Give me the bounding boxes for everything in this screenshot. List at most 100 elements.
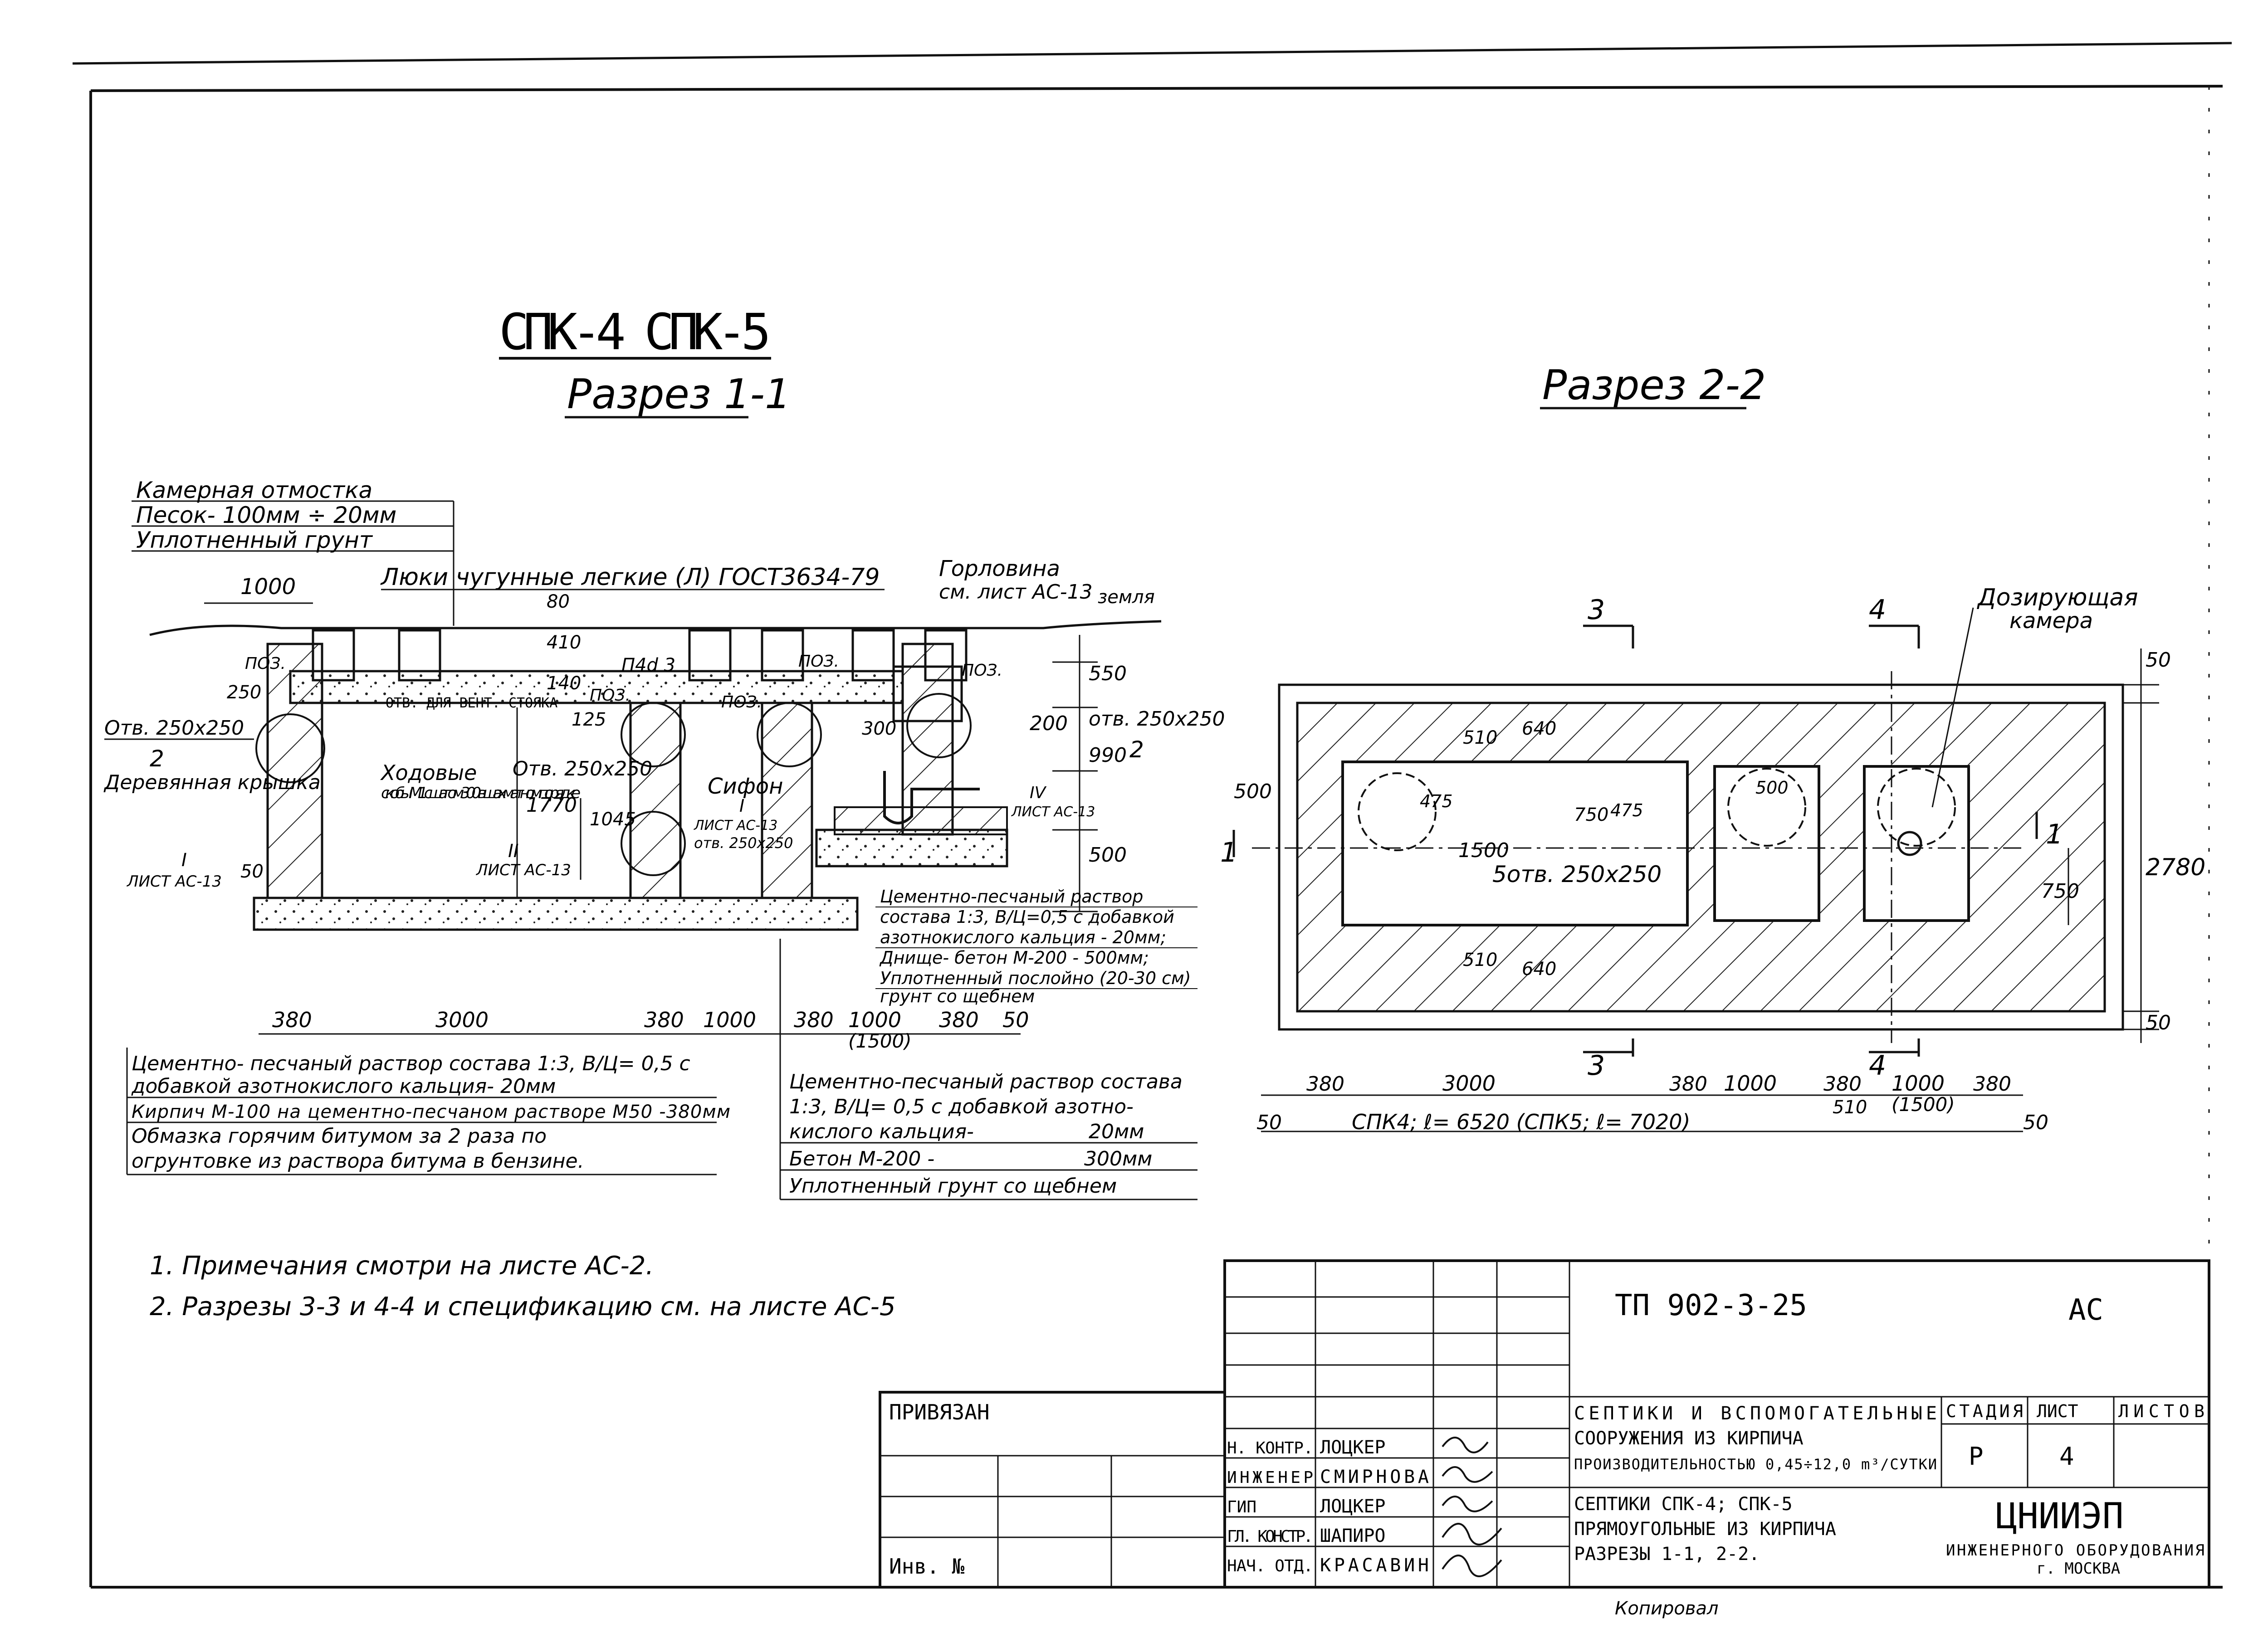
dim22-b-1000-1: 1000 (1724, 1071, 1777, 1096)
dim-b-380-3: 380 (794, 1008, 834, 1032)
section-22: 3 4 3 4 1 1 Дозирующая камера 50 2780 75… (1220, 584, 2205, 1134)
sheet-ref-2b: ЛИСТ АС-13 (475, 861, 571, 879)
desc1-line-3: ПРОИЗВОДИТЕЛЬНОСТЬЮ 0,45÷12,0 m³/СУТКИ (1574, 1456, 1937, 1473)
plan-pipe (1897, 831, 1922, 856)
mid-note-line-2: 1:3, В/Ц= 0,5 с добавкой азотно- (789, 1095, 1134, 1118)
dim-125: 125 (572, 709, 606, 730)
role-2: ИНЖЕНЕР (1227, 1468, 1313, 1487)
section-11: Камерная отмостка Песок- 100мм ÷ 20мм Уп… (103, 477, 1225, 1200)
desc1-line-2: СООРУЖЕНИЯ ИЗ КИРПИЧА (1574, 1428, 1804, 1449)
mid-note-line-6: 300мм (1084, 1147, 1152, 1170)
steps-desc: скобы М1 с шагом 300 в шахматном порядке (381, 784, 581, 802)
org-name: ЦНИИЭП (1996, 1496, 2124, 1537)
right-note: Цементно-песчаный раствор состава 1:3, В… (875, 887, 1198, 1006)
desc1-line-1: СЕПТИКИ И ВСПОМОГАТЕЛЬНЫЕ (1574, 1403, 1937, 1424)
dim22-750-r: 750 (2041, 880, 2079, 903)
right-note-line-3: азотнокислого кальция - 20мм; (880, 927, 1166, 947)
desc2-line-2: ПРЯМОУГОЛЬНЫЕ ИЗ КИРПИЧА (1574, 1519, 1836, 1540)
left-note-line-4: Обмазка горячим битумом за 2 раза по (132, 1125, 547, 1148)
dim-b-1000-1: 1000 (703, 1008, 756, 1032)
right-note-line-6: грунт со щебнем (880, 986, 1035, 1006)
hatches-label: Люки чугунные легкие (Л) ГОСТ3634-79 (380, 564, 880, 591)
dim22-640-bot: 640 (1522, 959, 1556, 980)
left-note-line-2: добавкой азотнокислого кальция- 20мм (131, 1075, 556, 1098)
hole-mid: Отв. 250х250 (513, 757, 652, 780)
footnote-2: 2. Разрезы 3-3 и 4-4 и спецификацию см. … (150, 1292, 896, 1321)
mid-note: Цементно-песчаный раствор состава 1:3, В… (779, 939, 1198, 1200)
poz-2: ПОЗ. (590, 686, 631, 705)
right-note-line-4: Днище- бетон М-200 - 500мм; (879, 948, 1149, 968)
hole-left: Отв. 250х250 (104, 717, 244, 740)
name-3: ЛОЦКЕР (1320, 1496, 1386, 1517)
left-note-line-5: огрунтовке из раствора битума в бензине. (132, 1150, 584, 1173)
dim-top-1000: 1000 (240, 574, 296, 600)
dim22-b-50-r: 50 (2023, 1111, 2048, 1134)
dim-b-50: 50 (1002, 1008, 1029, 1032)
dim22-500: 500 (1234, 780, 1272, 803)
bottom-dims-22: 380 3000 380 1000 380 510 1000 (1500) 38… (1256, 1071, 2048, 1134)
mark-4-bot: 4 (1869, 1050, 1886, 1082)
role-4: ГЛ. КОНСТР. (1227, 1527, 1313, 1546)
roof-slab (289, 670, 904, 704)
mid-note-line-3: кислого кальция- (789, 1120, 974, 1143)
iv-ref: IV (1030, 784, 1047, 802)
dim22-b-50-l: 50 (1256, 1111, 1282, 1134)
dosing-label-b: камера (2009, 608, 2093, 634)
siphon-label: Сифон (708, 774, 783, 799)
section-mark-2-right: 2 (1129, 736, 1144, 763)
mark-1-right: 1 (2046, 819, 2063, 850)
drawing-title: СПК-4 СПК-5 (499, 303, 771, 361)
drawing-mark: АС (2068, 1293, 2103, 1327)
ground-layer-3: Уплотненный грунт (136, 527, 373, 553)
stage-header: СТАДИЯ (1946, 1401, 2023, 1421)
dim22-b-510: 510 (1833, 1097, 1867, 1118)
name-1: ЛОЦКЕР (1320, 1437, 1386, 1458)
dim22-b-380-4: 380 (1973, 1072, 2011, 1096)
dim22-b-1000-2: 1000 (1892, 1071, 1945, 1096)
vent-label: ОТВ. ДЛЯ ВЕНТ. СТОЯКА (386, 695, 557, 711)
iv-ref-b: ЛИСТ АС-13 (1011, 804, 1095, 820)
sheet-ref-2: II (508, 841, 519, 862)
dim22-2780: 2780 (2146, 854, 2205, 881)
left-note-line-3: Кирпич М-100 на цементно-песчаном раство… (132, 1102, 730, 1122)
dim22-50-bot: 50 (2146, 1011, 2171, 1034)
dim-140: 140 (547, 673, 581, 694)
siphon (883, 771, 980, 824)
plan-outer-outline (1278, 683, 2124, 1031)
dim-80: 80 (547, 591, 570, 612)
poz-5: ПОЗ. (962, 661, 1002, 680)
pipe-details (255, 693, 972, 876)
desc2-line-1: СЕПТИКИ СПК-4; СПК-5 (1574, 1494, 1793, 1515)
dim-b-1500: (1500) (848, 1030, 912, 1052)
siphon-ref-b: ЛИСТ АС-13 (694, 818, 777, 834)
dim22-b-1500: (1500) (1892, 1093, 1955, 1116)
right-note-line-1: Цементно-песчаный раствор (880, 887, 1143, 907)
dim22-510-top: 510 (1463, 727, 1497, 748)
section-marks-22 (1232, 624, 2038, 1057)
right-note-line-2: состава 1:3, В/Ц=0,5 с добавкой (880, 907, 1174, 927)
poz-1: ПОЗ. (245, 654, 286, 673)
sheets-header: ЛИСТОВ (2118, 1401, 2204, 1421)
plan-circles (1358, 768, 1956, 851)
dim-lines-11 (516, 635, 1098, 912)
dosing-label: Дозирующая (1977, 584, 2138, 611)
sheet-ref-1b: ЛИСТ АС-13 (126, 873, 222, 891)
chamber-1 (1341, 760, 1689, 926)
role-5: НАЧ. ОТД. (1227, 1557, 1313, 1575)
chamber-3 (1863, 765, 1970, 922)
name-2: СМИРНОВА (1320, 1467, 1429, 1487)
neck-ref: см. лист АС-13 (939, 580, 1093, 604)
dim22-1500: 1500 (1458, 839, 1509, 862)
dim-500: 500 (1089, 843, 1127, 867)
stage-value: Р (1969, 1442, 1984, 1471)
plan-holes: 5отв. 250х250 (1492, 861, 1662, 887)
drawing-title-group: СПК-4 СПК-5 Разрез 1-1 Разрез 2-2 (499, 303, 1766, 419)
dim-990: 990 (1089, 744, 1127, 767)
bottom-slab (253, 897, 859, 931)
project-code: ТП 902-3-25 (1615, 1289, 1807, 1322)
desc2-line-3: РАЗРЕЗЫ 1-1, 2-2. (1574, 1544, 1760, 1565)
necks (312, 629, 968, 722)
wood-cover: Деревянная крышка (103, 771, 321, 794)
neck-label: Горловина (939, 556, 1060, 581)
